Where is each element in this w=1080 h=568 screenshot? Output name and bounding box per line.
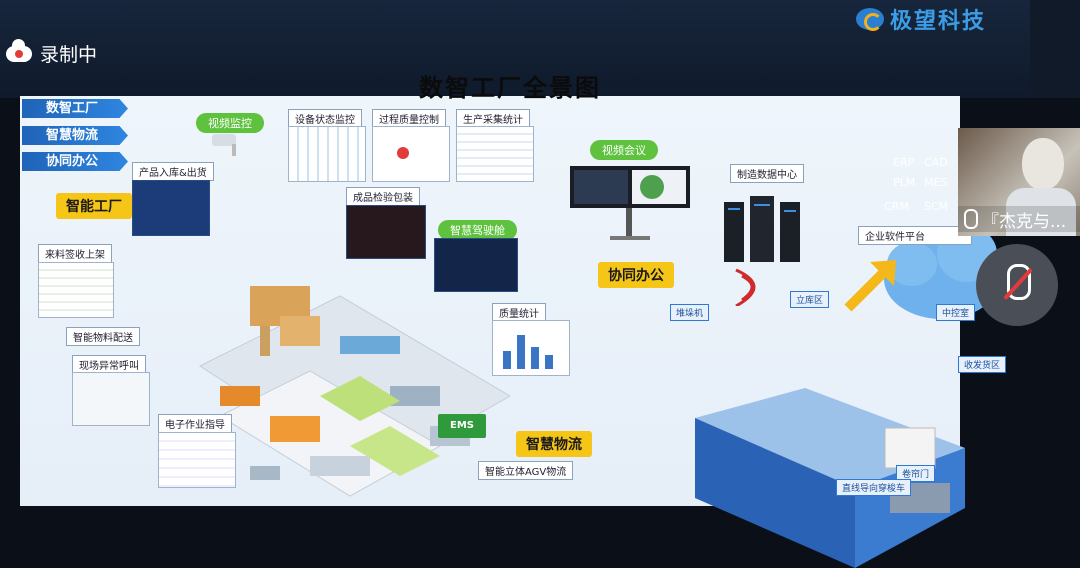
cloud-record-icon	[6, 38, 32, 62]
tag-storage-area: 立库区	[790, 291, 830, 308]
label-incoming-receipt: 来料签收上架	[38, 244, 112, 263]
section-collab-office: 协同办公	[598, 262, 674, 288]
participant-name: 『杰克与...	[982, 211, 1067, 232]
quality-bar-chart-icon	[503, 335, 553, 369]
company-logo: 极望科技	[856, 6, 987, 34]
cloud-item-scm: SCM	[924, 200, 949, 213]
cloud-item-mes: MES	[924, 176, 948, 189]
thumb-equipment-monitor	[288, 126, 366, 182]
thumb-process-quality	[372, 126, 450, 182]
participant-body	[1006, 188, 1076, 236]
nav-smart-factory[interactable]: 数智工厂	[22, 99, 128, 118]
microphone-muted-icon	[1007, 264, 1031, 300]
ems-label: EMS	[450, 420, 474, 431]
factory-floor-illustration	[198, 286, 510, 497]
thumb-product-inout	[132, 180, 210, 236]
arrow-up-right-icon	[844, 260, 896, 312]
tag-video-meeting: 视频会议	[590, 140, 658, 160]
logo-mark-icon	[856, 8, 884, 31]
microphone-icon	[964, 209, 978, 229]
recording-indicator[interactable]: 录制中	[6, 38, 98, 67]
ems-truck: EMS	[438, 414, 486, 438]
mute-microphone-button[interactable]	[976, 244, 1058, 326]
wireless-signal-icon	[735, 268, 756, 306]
label-electronic-guide: 电子作业指导	[158, 414, 232, 433]
tag-stacker: 堆垛机	[670, 304, 710, 321]
cloud-item-plm: PLM	[893, 176, 916, 189]
cloud-item-erp: ERP	[893, 156, 915, 169]
participant-head	[1022, 138, 1064, 190]
label-material-delivery: 智能物料配送	[66, 327, 140, 346]
thumb-exception-call	[72, 372, 150, 426]
participant-name-bar: 『杰克与...	[958, 206, 1080, 232]
tag-video-monitor: 视频监控	[196, 113, 264, 133]
thumb-electronic-guide	[158, 432, 236, 488]
video-conference-screen-icon	[570, 166, 690, 240]
section-smart-logistics: 智慧物流	[516, 431, 592, 457]
label-data-center: 制造数据中心	[730, 164, 804, 183]
label-finished-inspection: 成品检验包装	[346, 187, 420, 206]
thumb-quality-stats	[492, 320, 570, 376]
server-rack-icon	[724, 196, 800, 262]
thumb-incoming-receipt	[38, 262, 114, 318]
recording-label: 录制中	[40, 44, 98, 66]
nav-collab-office[interactable]: 协同办公	[22, 152, 128, 171]
nav-smart-logistics[interactable]: 智慧物流	[22, 126, 128, 145]
participant-video[interactable]	[958, 128, 1080, 236]
tag-shipping-area: 收发货区	[958, 356, 1007, 373]
security-camera-icon	[212, 134, 236, 156]
cloud-item-crm: CRM	[884, 200, 909, 213]
section-smart-factory: 智能工厂	[56, 193, 132, 219]
slide-title: 数智工厂全景图	[419, 74, 601, 102]
thumb-finished-inspection	[346, 205, 426, 259]
label-product-inout: 产品入库&出货	[132, 162, 214, 181]
label-software-platform: 企业软件平台	[858, 226, 972, 245]
tag-shuttle: 直线导向穿梭车	[836, 479, 912, 496]
thumb-smart-cockpit	[434, 238, 518, 292]
label-agv-logistics: 智能立体AGV物流	[478, 461, 574, 480]
tag-smart-cockpit: 智慧驾驶舱	[438, 220, 517, 240]
tag-control-room: 中控室	[936, 304, 976, 321]
logo-text: 极望科技	[890, 9, 987, 34]
tag-rolling-door: 卷帘门	[896, 465, 936, 482]
cloud-item-cad: CAD	[924, 156, 948, 169]
thumb-production-stats	[456, 126, 534, 182]
